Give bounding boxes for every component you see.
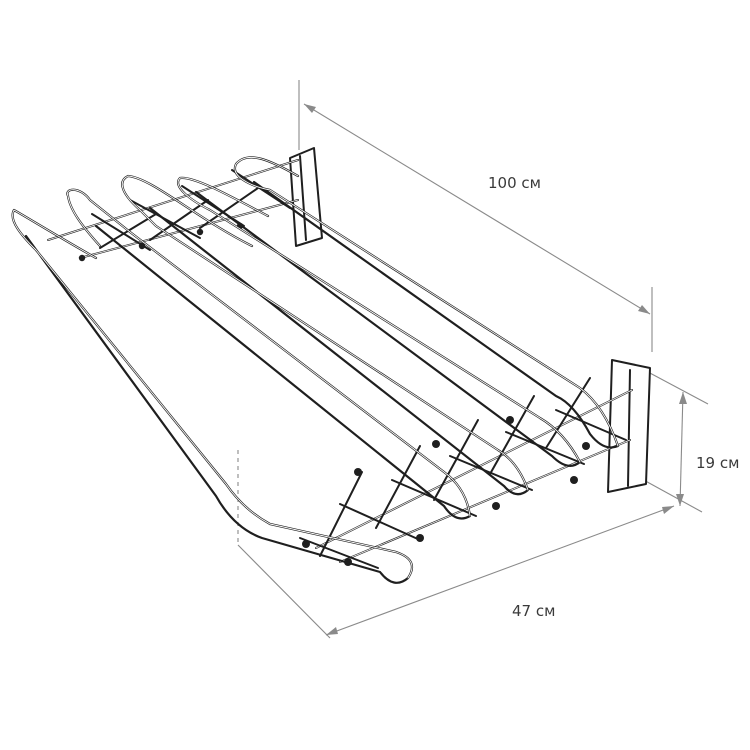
dimension-label-height: 19 см xyxy=(696,454,739,472)
dimension-line-length xyxy=(303,103,651,315)
hanging-bar xyxy=(11,208,414,584)
dimension-line-height xyxy=(679,391,684,507)
arrowhead xyxy=(679,392,687,404)
arrowhead xyxy=(676,494,684,506)
extension-line-top xyxy=(647,371,709,405)
arrowhead xyxy=(326,627,338,635)
hanging-bar xyxy=(177,176,582,467)
dimension-label-length: 100 см xyxy=(488,174,541,192)
scissor-mechanism-left xyxy=(47,159,299,262)
hanging-bar xyxy=(121,174,530,496)
hanging-bar xyxy=(233,156,620,449)
mounting-bracket-left xyxy=(289,147,323,247)
dimension-label-depth: 47 см xyxy=(512,602,555,620)
extension-line-front xyxy=(237,544,331,639)
arrowhead xyxy=(662,506,674,514)
extension-line-bottom xyxy=(639,477,703,513)
dimension-depth: 47 см xyxy=(237,450,675,639)
hanging-bar xyxy=(66,188,472,520)
dimension-height: 19 см xyxy=(639,371,739,513)
dimension-length: 100 см xyxy=(298,80,653,352)
dimension-line-depth xyxy=(325,505,675,636)
arrowhead xyxy=(304,104,316,113)
mounting-bracket-right xyxy=(607,359,651,493)
arrowhead xyxy=(638,305,650,314)
